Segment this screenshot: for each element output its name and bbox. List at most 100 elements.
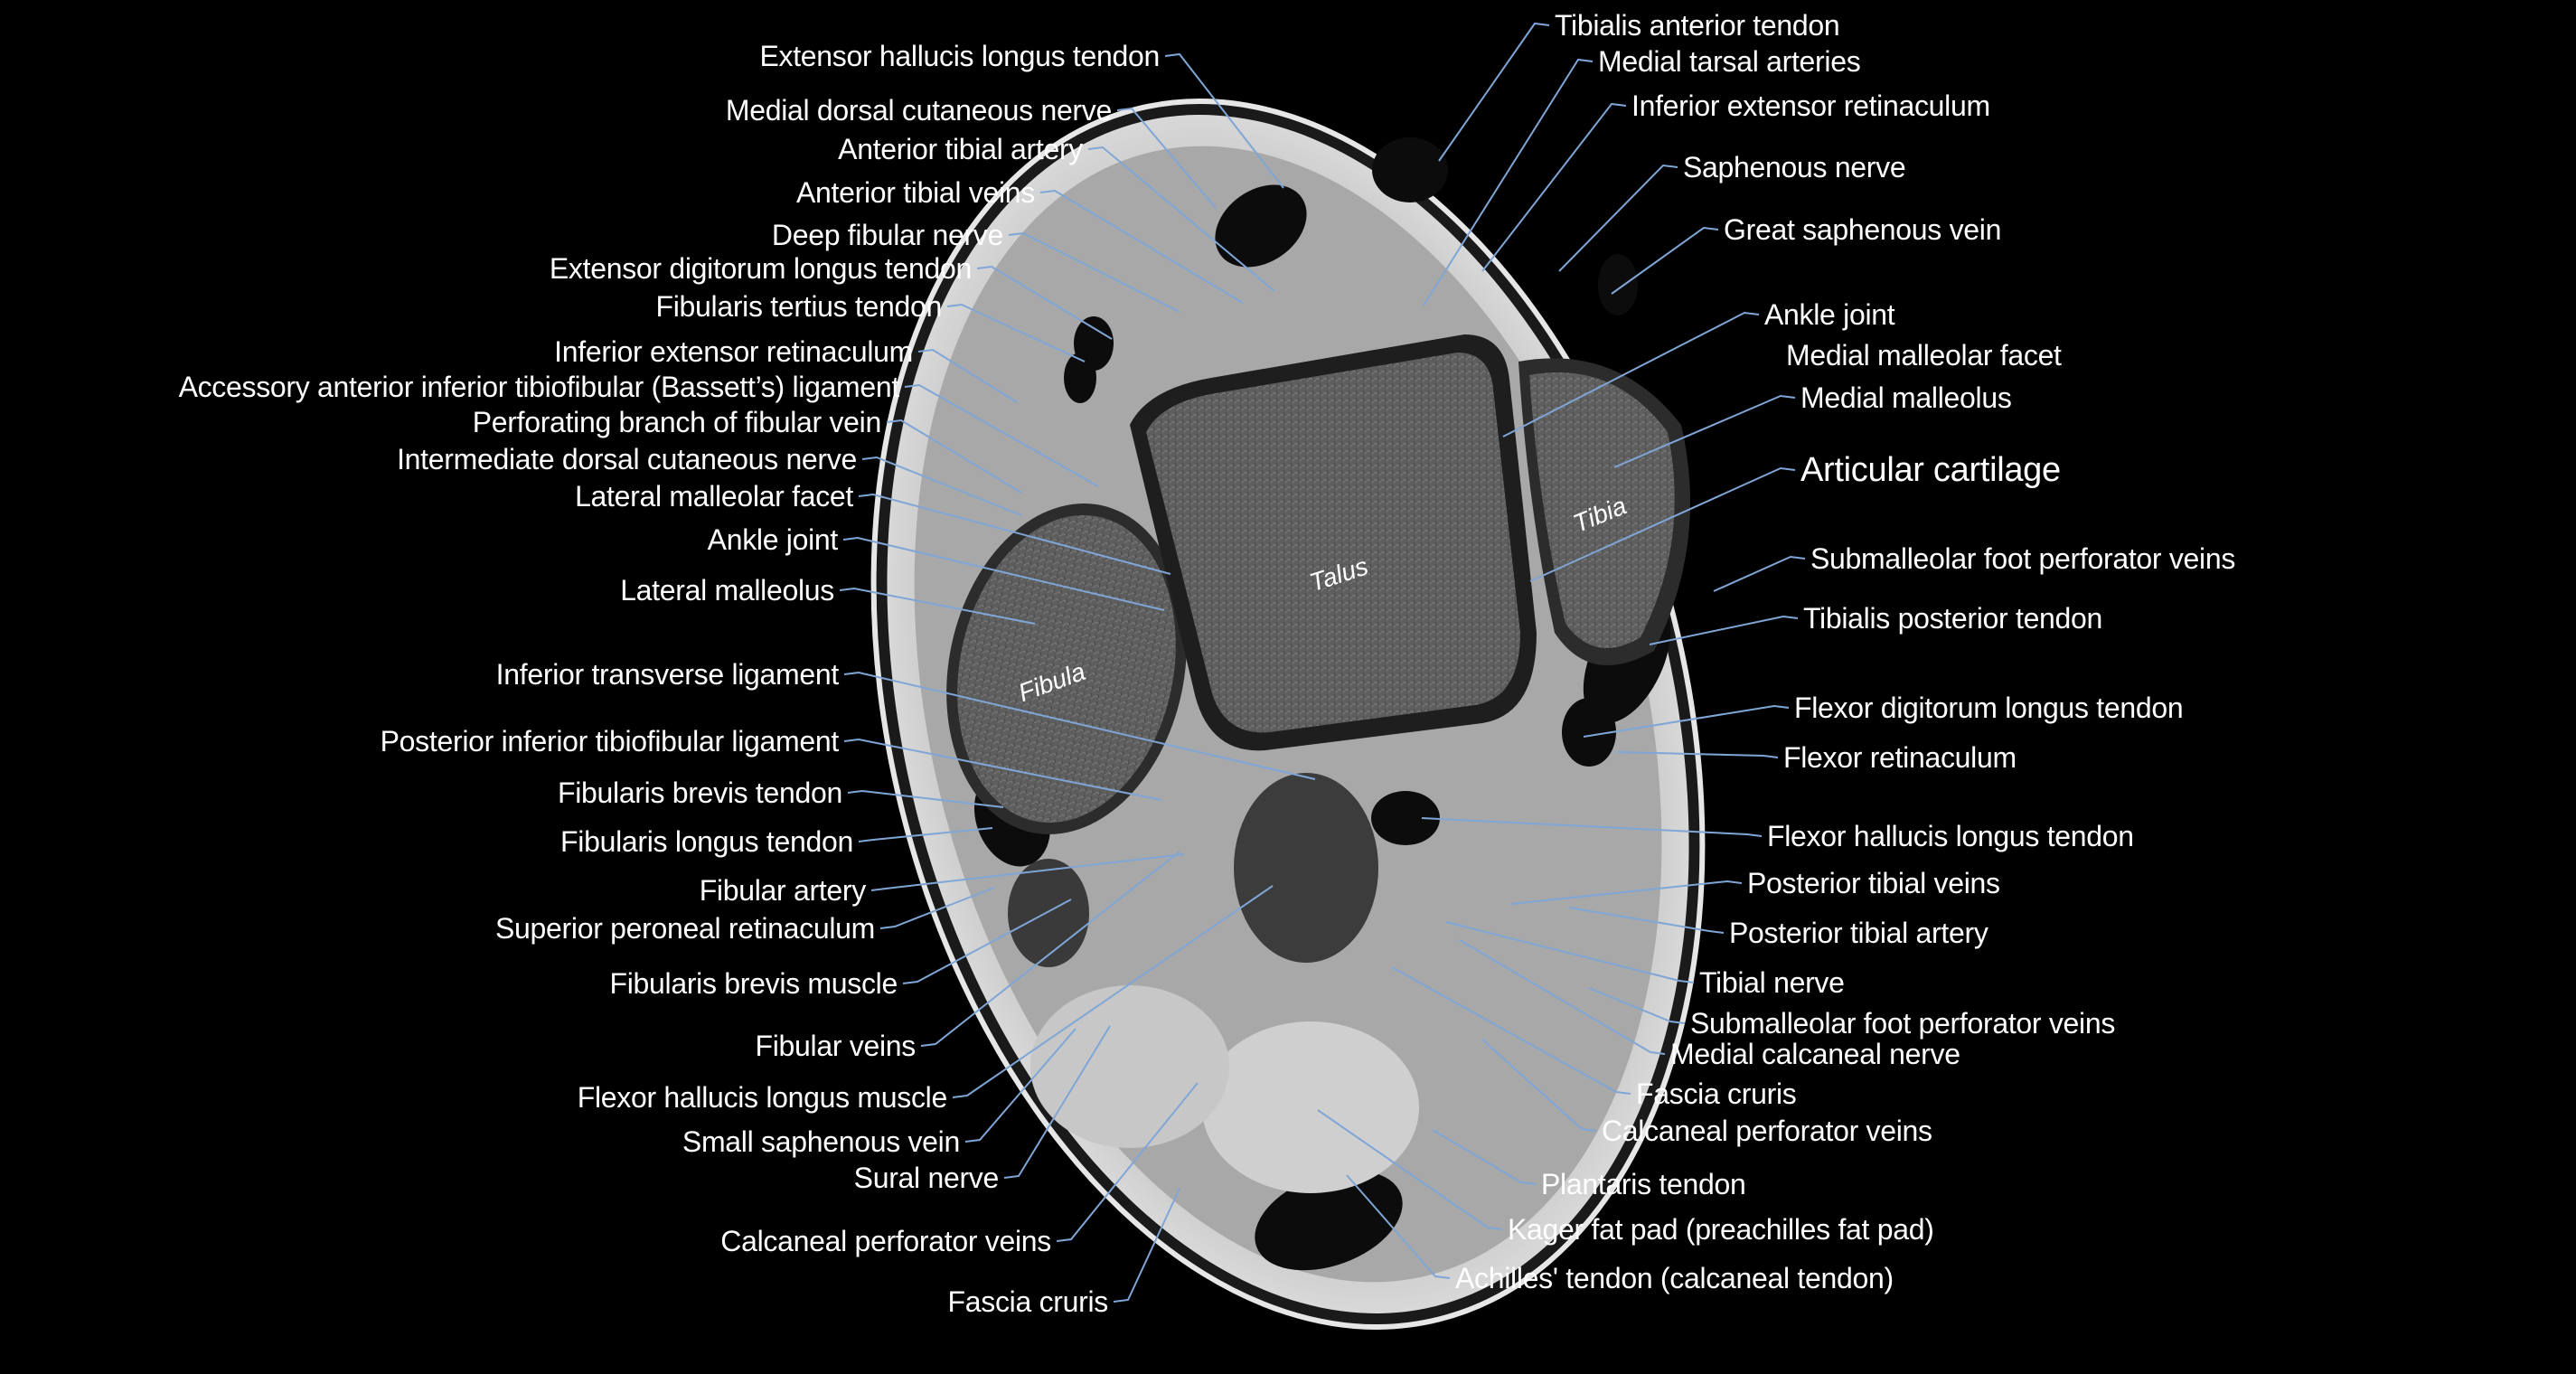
leader-line	[1713, 555, 1806, 592]
leader-line	[1583, 704, 1790, 738]
leader-line	[1003, 1025, 1111, 1179]
leader-line	[1588, 987, 1686, 1024]
label-medial-dorsal-cutaneous-nerve: Medial dorsal cutaneous nerve	[725, 94, 1112, 127]
leader-line	[1611, 226, 1719, 295]
label-saphenous-nerve: Saphenous nerve	[1683, 151, 1906, 184]
tibia-bone	[1518, 358, 1690, 665]
leader-line	[1056, 1082, 1199, 1242]
leader-line	[976, 265, 1113, 340]
label-superior-peroneal-retinaculum: Superior peroneal retinaculum	[495, 912, 875, 945]
leader-line	[1568, 907, 1725, 934]
label-perforating-branch-of-fibular-vein: Perforating branch of fibular vein	[472, 406, 882, 438]
leader-line	[902, 899, 1072, 984]
leader-line	[964, 1028, 1076, 1143]
posterior-structures	[1008, 773, 1419, 1193]
label-posterior-inferior-tibiofibular-ligament: Posterior inferior tibiofibular ligament	[380, 725, 840, 758]
label-medial-malleolus: Medial malleolus	[1800, 381, 2012, 414]
label-sural-nerve: Sural nerve	[853, 1162, 1000, 1194]
leader-line	[1510, 880, 1743, 905]
leader-line	[1558, 164, 1678, 272]
leader-line	[1445, 921, 1695, 983]
label-ankle-joint: Ankle joint	[707, 523, 839, 556]
label-lateral-malleolar-facet: Lateral malleolar facet	[575, 480, 853, 513]
label-tibialis-posterior-tendon: Tibialis posterior tendon	[1803, 602, 2103, 635]
label-intermediate-dorsal-cutaneous-nerve: Intermediate dorsal cutaneous nerve	[397, 443, 857, 475]
label-flexor-hallucis-longus-tendon: Flexor hallucis longus tendon	[1767, 820, 2134, 852]
label-kager-fat-pad-preachilles-fat-pad: Kager fat pad (preachilles fat pad)	[1508, 1213, 1934, 1246]
label-articular-cartilage: Articular cartilage	[1800, 451, 2061, 489]
talus-bone	[1130, 334, 1537, 751]
leader-line	[1432, 1129, 1537, 1185]
leader-line	[847, 789, 1004, 808]
leader-line	[917, 348, 1018, 403]
label-medial-calcaneal-nerve: Medial calcaneal nerve	[1670, 1038, 1960, 1070]
leader-line	[843, 738, 1162, 801]
label-medial-malleolar-facet: Medial malleolar facet	[1786, 339, 2062, 372]
fibula-bone	[946, 503, 1187, 834]
label-fibularis-brevis-muscle: Fibularis brevis muscle	[609, 967, 898, 1000]
label-extensor-digitorum-longus-tendon: Extensor digitorum longus tendon	[549, 252, 972, 285]
leader-line	[842, 536, 1165, 611]
leader-lines	[839, 22, 1806, 1303]
leader-line	[1039, 189, 1244, 304]
leader-line	[861, 456, 1022, 516]
leader-line	[1613, 394, 1796, 468]
label-fascia-cruris: Fascia cruris	[1636, 1078, 1797, 1110]
leader-line	[1087, 146, 1275, 292]
label-accessory-anterior-inferior-tibiofibular-bassett-s-ligament: Accessory anterior inferior tibiofibular…	[178, 371, 900, 403]
label-great-saphenous-vein: Great saphenous vein	[1724, 213, 2002, 246]
leader-line	[1502, 311, 1760, 438]
label-deep-fibular-nerve: Deep fibular nerve	[771, 219, 1003, 251]
label-plantaris-tendon: Plantaris tendon	[1541, 1168, 1746, 1200]
leader-line	[1346, 1174, 1451, 1279]
label-fibular-artery: Fibular artery	[699, 874, 867, 907]
label-inferior-extensor-retinaculum: Inferior extensor retinaculum	[1631, 89, 1990, 122]
leader-line	[870, 853, 1185, 891]
label-posterior-tibial-veins: Posterior tibial veins	[1747, 867, 2000, 899]
leader-line	[1529, 466, 1796, 582]
label-tibialis-anterior-tendon: Tibialis anterior tendon	[1555, 9, 1840, 42]
label-tibial-nerve: Tibial nerve	[1699, 966, 1845, 999]
leader-line	[839, 587, 1036, 625]
leader-line	[1649, 615, 1799, 645]
label-lateral-malleolus: Lateral malleolus	[620, 574, 834, 607]
label-calcaneal-perforator-veins: Calcaneal perforator veins	[720, 1225, 1051, 1257]
leader-line	[1317, 1109, 1503, 1230]
label-submalleolar-foot-perforator-veins: Submalleolar foot perforator veins	[1810, 542, 2236, 575]
leader-line	[1423, 58, 1594, 306]
leader-line	[1421, 817, 1763, 837]
leader-line	[920, 851, 1180, 1047]
label-calcaneal-perforator-veins: Calcaneal perforator veins	[1602, 1115, 1932, 1147]
leader-line	[1008, 231, 1180, 313]
leader-line	[952, 885, 1274, 1098]
leader-line	[886, 419, 1022, 494]
label-fibularis-longus-tendon: Fibularis longus tendon	[560, 825, 853, 858]
leader-line	[1391, 966, 1631, 1095]
label-inferior-transverse-ligament: Inferior transverse ligament	[495, 658, 840, 691]
leader-line	[879, 887, 995, 929]
leader-line	[1459, 939, 1666, 1055]
leader-line	[904, 383, 1099, 487]
label-extensor-hallucis-longus-tendon: Extensor hallucis longus tendon	[759, 40, 1160, 72]
label-flexor-hallucis-longus-muscle: Flexor hallucis longus muscle	[577, 1081, 948, 1114]
leader-line	[1481, 102, 1627, 272]
label-fascia-cruris: Fascia cruris	[947, 1285, 1109, 1318]
label-inferior-extensor-retinaculum: Inferior extensor retinaculum	[554, 335, 913, 368]
leader-line	[843, 671, 1316, 780]
leader-line	[858, 493, 1171, 575]
leader-line	[1116, 107, 1217, 209]
label-anterior-tibial-artery: Anterior tibial artery	[838, 133, 1083, 165]
leader-line	[946, 303, 1086, 362]
label-fibularis-brevis-tendon: Fibularis brevis tendon	[557, 776, 842, 809]
label-flexor-digitorum-longus-tendon: Flexor digitorum longus tendon	[1794, 692, 2184, 724]
label-ankle-joint: Ankle joint	[1764, 298, 1895, 331]
label-fibular-veins: Fibular veins	[755, 1030, 916, 1062]
leader-line	[1164, 52, 1284, 189]
leader-line	[1617, 751, 1779, 758]
label-small-saphenous-vein: Small saphenous vein	[682, 1125, 960, 1158]
label-medial-tarsal-arteries: Medial tarsal arteries	[1598, 45, 1861, 78]
label-anterior-tibial-veins: Anterior tibial veins	[795, 176, 1035, 209]
leader-line	[1438, 22, 1550, 162]
